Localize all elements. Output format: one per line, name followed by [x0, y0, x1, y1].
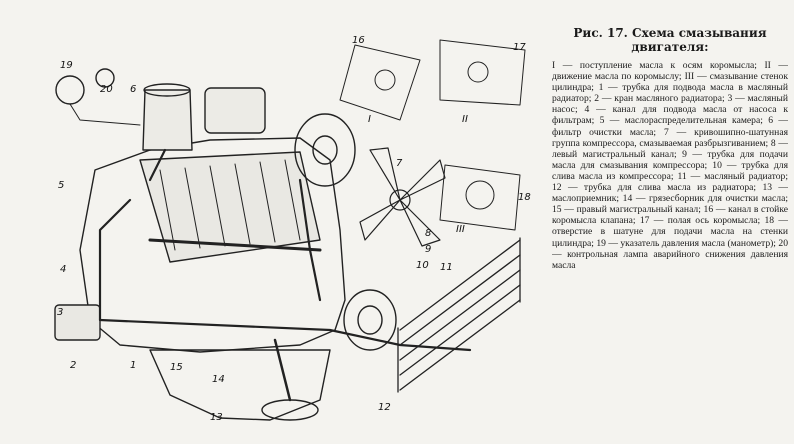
callout-7: 7: [396, 158, 403, 169]
callout-13: 13: [210, 412, 223, 423]
camshaft: [148, 238, 322, 252]
callout-labels: 19 20 6 16 17 I II III 5 4 3 2 1 15 14 1…: [57, 35, 531, 423]
warning-lamp: [95, 68, 115, 88]
callout-4: 4: [60, 264, 66, 275]
engine-lubrication-diagram: 19 20 6 16 17 I II III 5 4 3 2 1 15 14 1…: [54, 35, 531, 423]
callout-12: 12: [378, 402, 391, 413]
pressure-gauge: [55, 75, 85, 105]
callout-19: 19: [60, 60, 73, 71]
callout-5: 5: [58, 180, 64, 191]
oil-pump: [54, 304, 101, 341]
callout-11: 11: [440, 262, 453, 273]
callout-17: 17: [513, 42, 526, 53]
cylinder-head: [139, 151, 321, 263]
caption-text: I — поступление масла к осям коромысла; …: [552, 60, 788, 271]
oil-pickup: [261, 399, 319, 421]
compressor: [204, 87, 266, 134]
oil-pan: [149, 349, 331, 421]
callout-14: 14: [212, 374, 225, 385]
callout-6: 6: [130, 84, 136, 95]
caption-title: Рис. 17. Схема смазывания двигателя:: [573, 26, 767, 54]
callout-16: 16: [352, 35, 365, 46]
crank-pulley: [343, 289, 397, 351]
callout-9: 9: [425, 244, 431, 255]
callout-2: 2: [70, 360, 76, 371]
figure-caption: Рис. 17. Схема смазывания двигателя: I —…: [552, 26, 788, 440]
callout-roman-2: II: [462, 114, 468, 125]
callout-18: 18: [518, 192, 531, 203]
fan: [359, 147, 446, 247]
callout-20: 20: [100, 84, 113, 95]
fan-pulley: [294, 113, 356, 187]
callout-roman-3: III: [456, 224, 465, 235]
oil-filter: [142, 89, 193, 151]
callout-10: 10: [416, 260, 429, 271]
callout-8: 8: [425, 228, 431, 239]
callout-15: 15: [170, 362, 183, 373]
callout-roman-1: I: [368, 114, 371, 125]
callout-3: 3: [57, 307, 63, 318]
inset-details: [339, 39, 526, 231]
oil-radiator: [397, 237, 521, 393]
callout-1: 1: [130, 360, 136, 371]
